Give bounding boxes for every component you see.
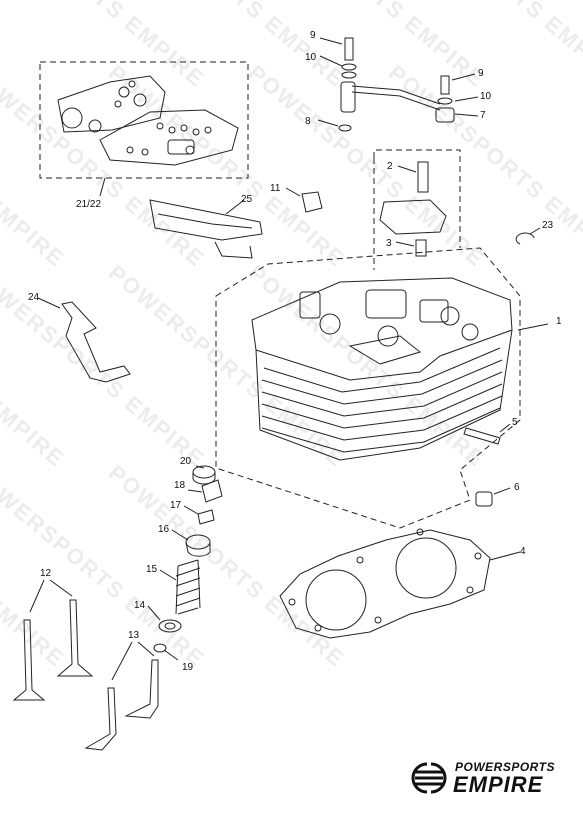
callout-14: 14	[134, 600, 146, 611]
callout-23: 23	[542, 220, 554, 231]
plug-11	[285, 187, 323, 213]
valve-train	[147, 465, 223, 661]
callout-8: 8	[305, 116, 311, 127]
callout-3: 3	[386, 238, 392, 249]
callout-19: 19	[182, 662, 194, 673]
callout-7: 7	[480, 110, 486, 121]
callout-2: 2	[387, 161, 393, 172]
callout-10-top: 10	[305, 52, 317, 63]
oil-feed-pipe	[317, 37, 479, 132]
powersports-empire-logo: POWERSPORTS EMPIRE	[407, 758, 577, 798]
callout-10-right: 10	[480, 91, 492, 102]
dowel-6	[475, 487, 511, 507]
stud-5	[463, 423, 511, 445]
valves	[12, 579, 159, 751]
clip-23	[515, 227, 541, 245]
callout-1: 1	[556, 316, 562, 327]
callout-13: 13	[128, 630, 140, 641]
callout-17: 17	[170, 500, 182, 511]
callout-18: 18	[174, 480, 186, 491]
callout-24: 24	[28, 292, 40, 303]
callout-25: 25	[241, 194, 253, 205]
logo-top-text: POWERSPORTS	[455, 760, 555, 774]
callout-9-top: 9	[310, 30, 316, 41]
callout-21-22: 21/22	[76, 199, 101, 210]
callout-16: 16	[158, 524, 170, 535]
gasket-kit-21-22	[39, 61, 249, 197]
callout-4: 4	[520, 546, 526, 557]
callout-11: 11	[270, 183, 281, 194]
bracket-24	[37, 297, 131, 383]
cover-bracket-25	[149, 199, 263, 259]
callout-5: 5	[512, 417, 518, 428]
logo-main-text: EMPIRE	[453, 772, 544, 797]
callout-15: 15	[146, 564, 158, 575]
callout-9-right: 9	[478, 68, 484, 79]
callout-12: 12	[40, 568, 52, 579]
logo-mark-icon	[411, 762, 447, 794]
cylinder-head-1	[215, 247, 549, 529]
callout-6: 6	[514, 482, 520, 493]
head-gasket-4	[279, 528, 521, 639]
bracket-assembly	[373, 149, 461, 270]
callout-20: 20	[180, 456, 192, 467]
